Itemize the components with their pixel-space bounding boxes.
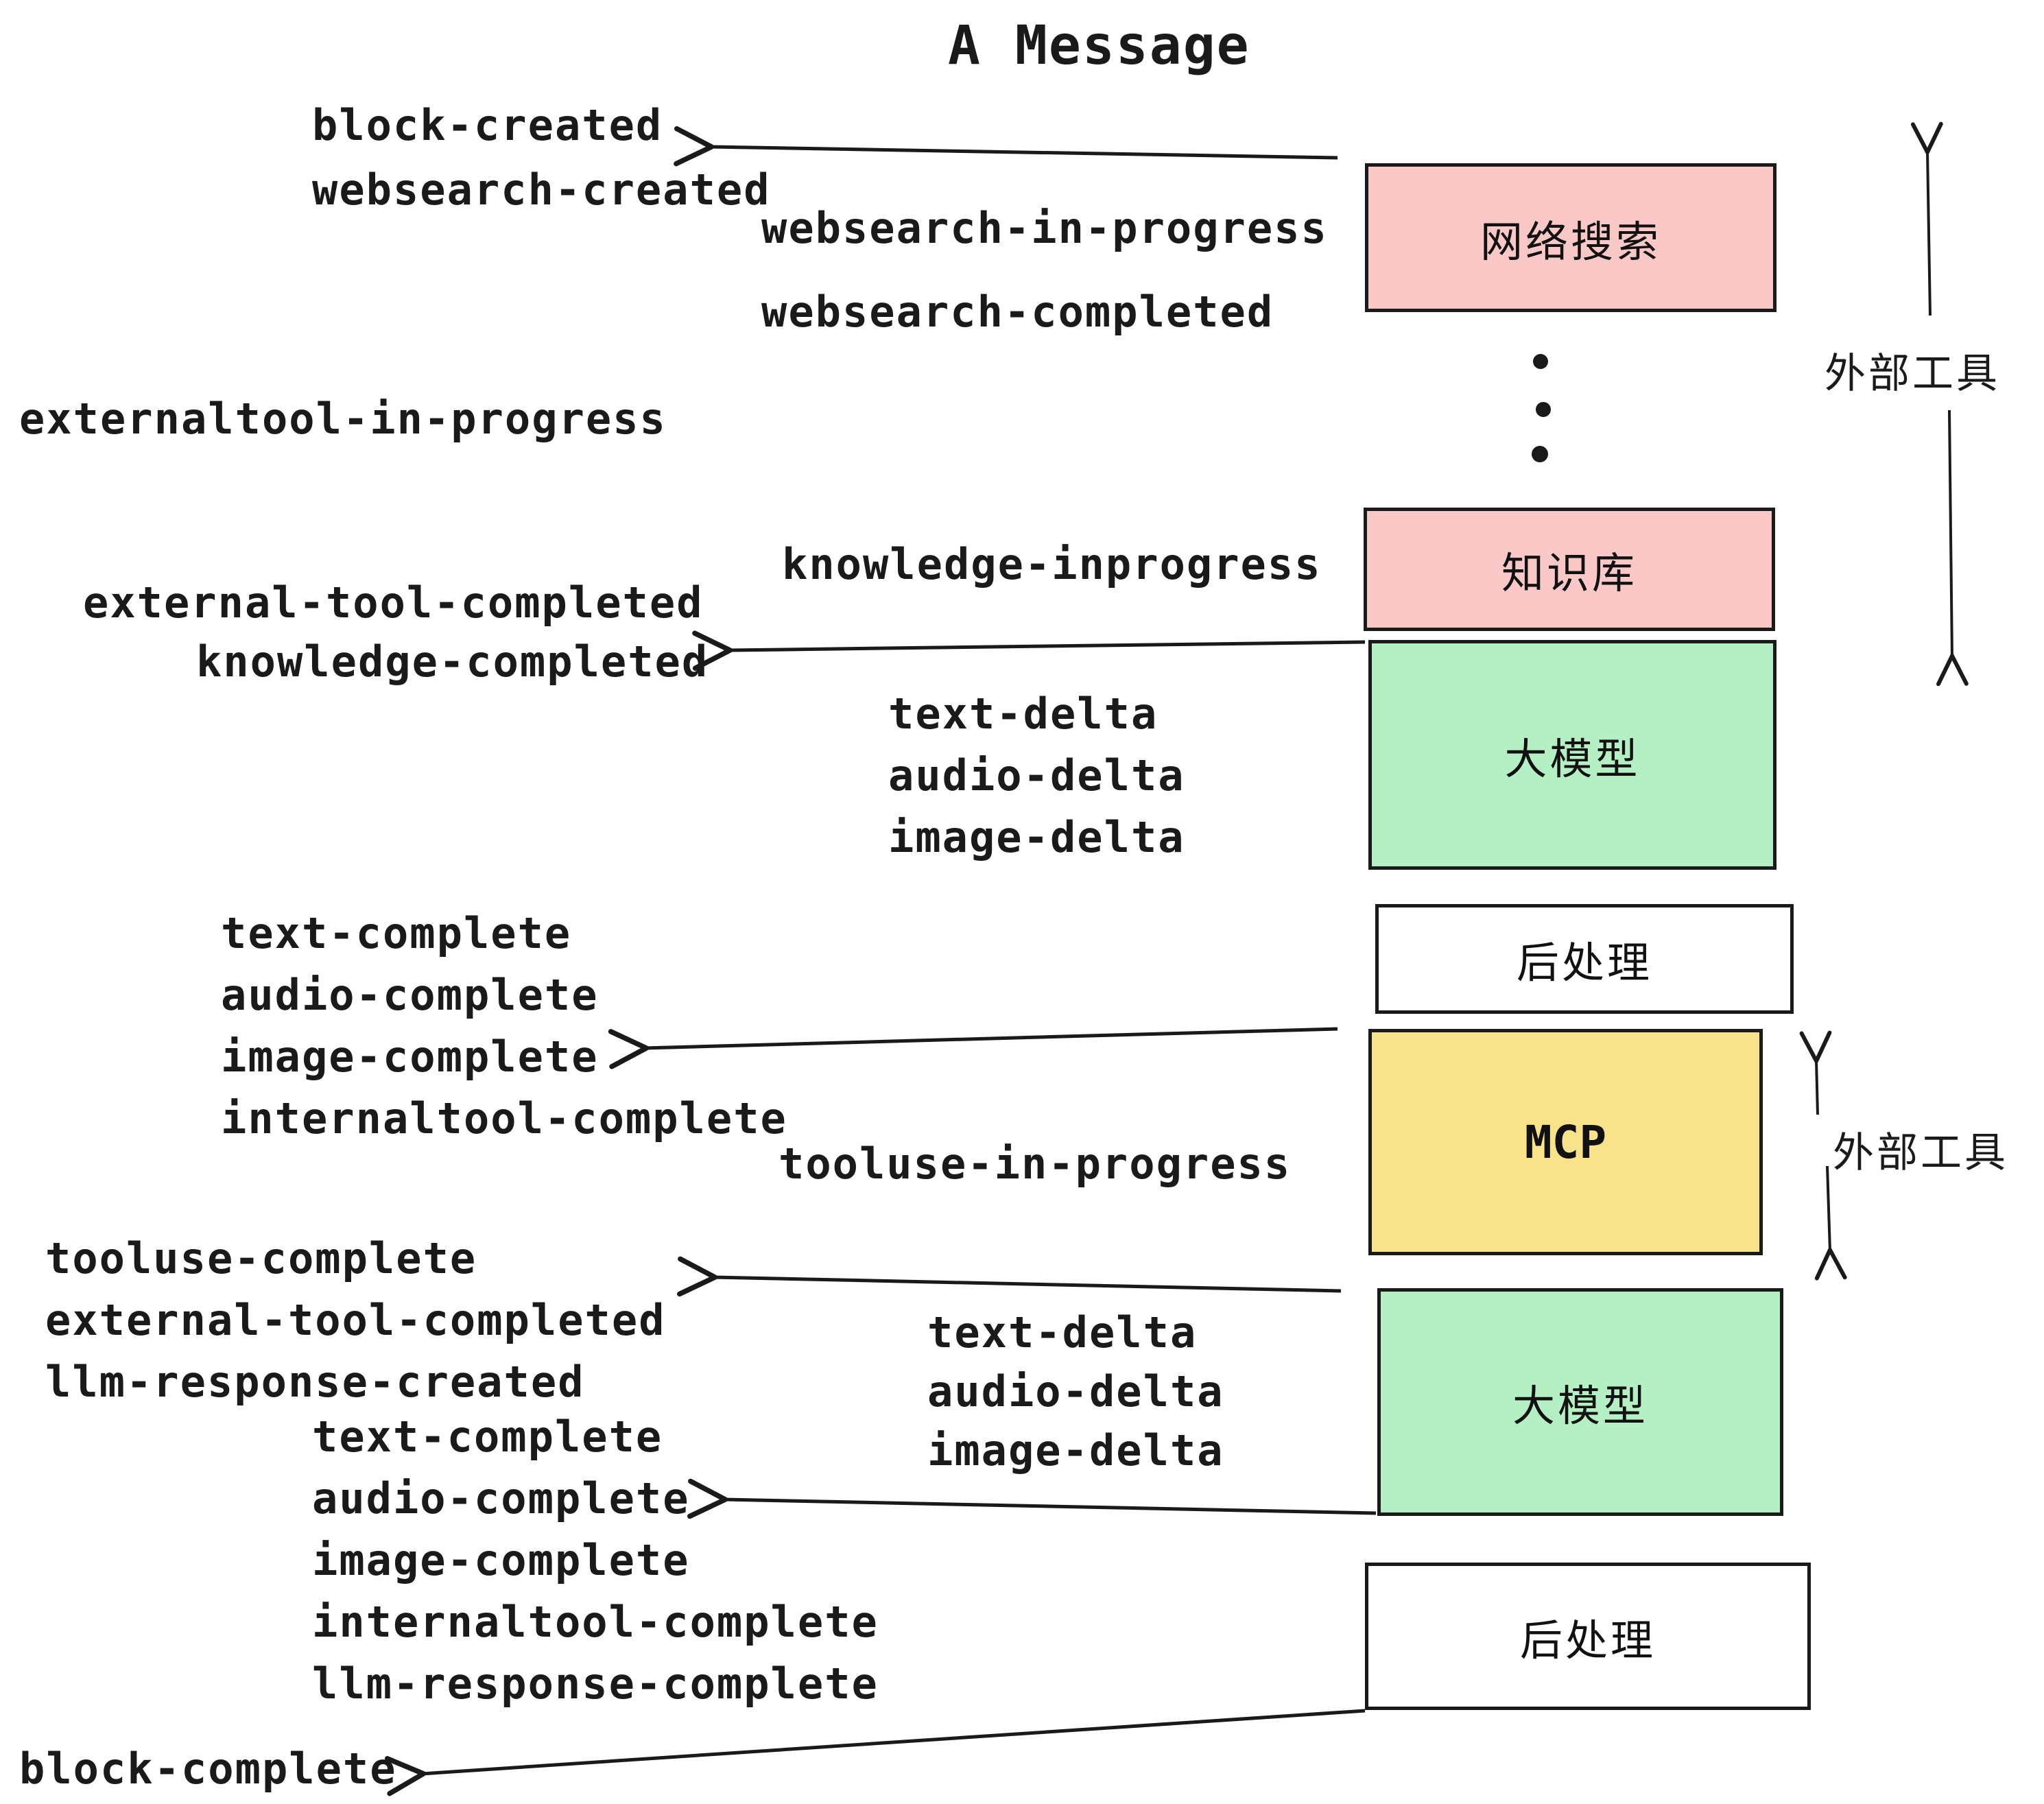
page-title: A Message (948, 15, 1250, 77)
box-knowledge: 知识库 (1364, 508, 1775, 631)
event-text-delta-1: text-delta (888, 689, 1158, 739)
arrow-tooluse-complete-icon (676, 1256, 1342, 1297)
event-knowledge-inprogress: knowledge-inprogress (782, 539, 1322, 589)
box-llm-2: 大模型 (1377, 1288, 1783, 1516)
event-image-complete-1: image-complete (221, 1032, 599, 1082)
event-websearch-created: websearch-created (312, 165, 771, 215)
box-post-processing-2: 后处理 (1365, 1563, 1811, 1710)
event-text-delta-2: text-delta (927, 1307, 1198, 1357)
event-internaltool-complete-2: internaltool-complete (312, 1597, 879, 1647)
event-knowledge-completed: knowledge-completed (196, 637, 709, 687)
arrow-block-complete-icon (384, 1709, 1366, 1796)
external-tools-label-top: 外部工具 (1825, 350, 2000, 398)
event-text-complete-2: text-complete (312, 1412, 663, 1462)
arrow-websearch-created-icon (674, 126, 1338, 167)
event-block-created: block-created (312, 100, 663, 150)
mcp-external-tools-down-arrow-icon (1814, 1165, 1847, 1281)
mcp-external-tools-up-arrow-icon (1799, 1030, 1832, 1115)
event-websearch-completed: websearch-completed (761, 287, 1274, 337)
box-post-processing-1: 后处理 (1375, 904, 1794, 1014)
event-websearch-in-progress: websearch-in-progress (761, 203, 1328, 253)
event-text-complete-1: text-complete (221, 908, 572, 958)
event-external-tool-completed: external-tool-completed (83, 578, 704, 628)
event-llm-response-created: llm-response-created (45, 1357, 585, 1407)
event-image-delta-2: image-delta (927, 1425, 1224, 1475)
box-websearch: 网络搜索 (1365, 163, 1776, 312)
box-mcp: MCP (1368, 1029, 1763, 1255)
event-block-complete: block-complete (19, 1744, 397, 1794)
event-tooluse-complete: tooluse-complete (45, 1233, 477, 1283)
arrow-audio-complete-icon (687, 1478, 1377, 1519)
event-image-delta-1: image-delta (888, 812, 1185, 862)
event-tooluse-in-progress: tooluse-in-progress (779, 1139, 1292, 1189)
arrow-image-complete-icon (608, 1027, 1338, 1069)
event-llm-response-complete: llm-response-complete (312, 1659, 879, 1709)
event-audio-complete-2: audio-complete (312, 1473, 690, 1523)
event-internaltool-complete-1: internaltool-complete (221, 1093, 787, 1143)
event-externaltool-in-progress: externaltool-in-progress (19, 394, 667, 444)
external-tools-label-mcp: 外部工具 (1833, 1129, 2008, 1177)
event-audio-complete-1: audio-complete (221, 970, 599, 1020)
event-external-tool-completed-2: external-tool-completed (45, 1295, 666, 1345)
event-audio-delta-1: audio-delta (888, 750, 1185, 800)
arrow-knowledge-completed-icon (692, 630, 1366, 671)
event-image-complete-2: image-complete (312, 1535, 690, 1585)
event-audio-delta-2: audio-delta (927, 1366, 1224, 1416)
ellipsis-dots-icon (1532, 354, 1551, 462)
box-llm-1: 大模型 (1368, 640, 1776, 870)
external-tools-down-arrow-icon (1936, 410, 1969, 687)
external-tools-up-arrow-icon (1910, 121, 1943, 316)
